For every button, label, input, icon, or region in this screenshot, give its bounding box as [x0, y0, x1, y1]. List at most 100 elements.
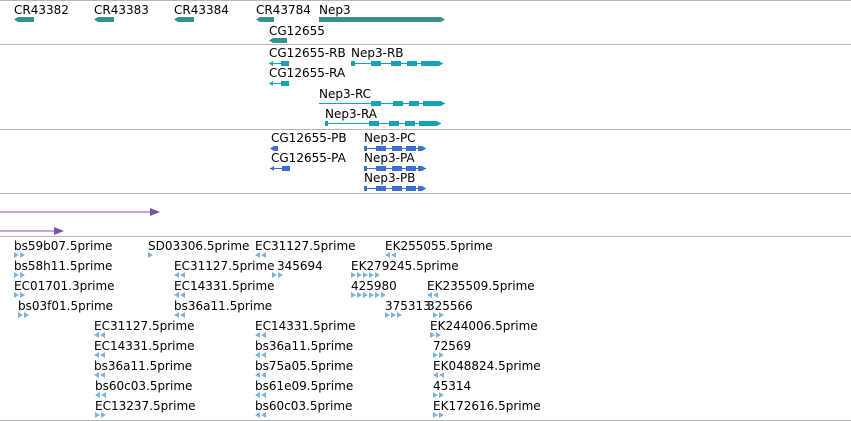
transcript-label[interactable]: CG12655-RB	[269, 46, 346, 60]
est-feature[interactable]	[385, 312, 403, 318]
gene-label-cr43784[interactable]: CR43784	[256, 3, 311, 17]
est-label[interactable]: EK244006.5prime	[430, 319, 538, 333]
est-label[interactable]: bs36a11.5prime	[255, 339, 354, 353]
est-label[interactable]: bs36a11.5prime	[94, 359, 193, 373]
est-label[interactable]: EC01701.3prime	[14, 279, 115, 293]
est-label[interactable]: EK172616.5prime	[433, 399, 541, 413]
est-label[interactable]: EC14331.5prime	[94, 339, 195, 353]
contig-feature[interactable]	[0, 208, 160, 216]
est-feature[interactable]	[385, 252, 397, 258]
est-label[interactable]: bs59b07.5prime	[14, 239, 113, 253]
est-feature[interactable]	[174, 292, 188, 298]
transcript-feature[interactable]	[325, 120, 441, 127]
transcript-feature[interactable]	[351, 60, 443, 67]
est-label[interactable]: EC14331.5prime	[255, 319, 356, 333]
protein-label[interactable]: Nep3-PA	[364, 151, 415, 165]
est-label[interactable]: bs61e09.5prime	[255, 379, 354, 393]
est-feature[interactable]	[427, 292, 439, 298]
est-label[interactable]: EC13237.5prime	[95, 399, 196, 413]
est-feature[interactable]	[94, 332, 108, 338]
est-feature[interactable]	[255, 412, 269, 418]
gene-label-nep3[interactable]: Nep3	[319, 3, 351, 17]
track-separator	[0, 236, 851, 237]
est-feature[interactable]	[433, 352, 443, 358]
est-label[interactable]: EK048824.5prime	[433, 359, 541, 373]
protein-label[interactable]: CG12655-PB	[271, 131, 347, 145]
gene-label-cr43382[interactable]: CR43382	[14, 3, 69, 17]
track-separator	[0, 44, 851, 45]
protein-feature[interactable]	[270, 165, 290, 172]
est-feature[interactable]	[95, 412, 107, 418]
protein-feature[interactable]	[364, 165, 426, 172]
est-feature[interactable]	[255, 252, 267, 258]
gene-label-cr43383[interactable]: CR43383	[94, 3, 149, 17]
est-label[interactable]: bs60c03.5prime	[95, 379, 193, 393]
protein-label[interactable]: CG12655-PA	[271, 151, 346, 165]
est-feature[interactable]	[14, 272, 28, 278]
transcript-label[interactable]: Nep3-RB	[351, 46, 404, 60]
gene-label-cg12655[interactable]: CG12655	[269, 24, 325, 38]
transcript-label[interactable]: CG12655-RA	[269, 66, 346, 80]
est-label[interactable]: EK255055.5prime	[385, 239, 493, 253]
est-label[interactable]: bs03f01.5prime	[18, 299, 114, 313]
transcript-label[interactable]: Nep3-RC	[319, 87, 372, 101]
protein-feature[interactable]	[364, 185, 426, 192]
gene-feature[interactable]	[14, 16, 34, 23]
est-feature[interactable]	[18, 312, 30, 318]
est-feature[interactable]	[148, 252, 156, 258]
est-feature[interactable]	[14, 292, 26, 298]
est-feature[interactable]	[174, 312, 188, 318]
gene-feature[interactable]	[256, 16, 274, 23]
est-label[interactable]: EC14331.5prime	[174, 279, 275, 293]
est-label[interactable]: EC31127.5prime	[174, 259, 275, 273]
est-feature[interactable]	[430, 332, 442, 338]
est-label[interactable]: 45314	[433, 379, 472, 393]
transcript-feature[interactable]	[269, 80, 289, 87]
protein-label[interactable]: Nep3-PB	[364, 171, 416, 185]
est-feature[interactable]	[174, 272, 188, 278]
est-feature[interactable]	[94, 352, 108, 358]
est-feature[interactable]	[433, 372, 445, 378]
protein-feature[interactable]	[364, 145, 426, 152]
est-label[interactable]: 325566	[427, 299, 473, 313]
est-feature[interactable]	[95, 392, 109, 398]
gene-feature[interactable]	[174, 16, 194, 23]
transcript-feature[interactable]	[319, 100, 445, 107]
est-label[interactable]: EK235509.5prime	[427, 279, 535, 293]
est-label[interactable]: bs60c03.5prime	[255, 399, 353, 413]
est-feature[interactable]	[433, 412, 443, 418]
est-label[interactable]: 425980	[351, 279, 397, 293]
est-feature[interactable]	[255, 352, 269, 358]
transcript-feature[interactable]	[269, 60, 289, 67]
est-label[interactable]: bs75a05.5prime	[255, 359, 354, 373]
protein-label[interactable]: Nep3-PC	[364, 131, 416, 145]
gene-label-cr43384[interactable]: CR43384	[174, 3, 229, 17]
protein-feature[interactable]	[270, 145, 278, 152]
est-feature[interactable]	[433, 312, 445, 318]
est-feature[interactable]	[255, 392, 269, 398]
transcript-label[interactable]: Nep3-RA	[325, 107, 378, 121]
est-feature[interactable]	[433, 392, 443, 398]
est-label[interactable]: 72569	[433, 339, 472, 353]
est-feature[interactable]	[94, 372, 108, 378]
est-feature[interactable]	[255, 372, 269, 378]
est-feature[interactable]	[351, 272, 379, 278]
est-label[interactable]: EC31127.5prime	[94, 319, 195, 333]
est-label[interactable]: 375313	[385, 299, 431, 313]
est-feature[interactable]	[351, 292, 385, 298]
est-feature[interactable]	[14, 252, 28, 258]
est-feature[interactable]	[272, 272, 284, 278]
gene-feature[interactable]	[269, 37, 287, 44]
est-label[interactable]: 345694	[277, 259, 323, 273]
est-label[interactable]: bs58h11.5prime	[14, 259, 113, 273]
track-separator	[0, 129, 851, 130]
est-label[interactable]: EK279245.5prime	[351, 259, 459, 273]
est-label[interactable]: bs36a11.5prime	[174, 299, 273, 313]
gene-feature[interactable]	[319, 16, 445, 23]
contig-feature[interactable]	[0, 227, 64, 235]
est-label[interactable]: SD03306.5prime	[148, 239, 250, 253]
est-label[interactable]: EC31127.5prime	[255, 239, 356, 253]
gene-feature[interactable]	[94, 16, 114, 23]
est-feature[interactable]	[255, 332, 269, 338]
